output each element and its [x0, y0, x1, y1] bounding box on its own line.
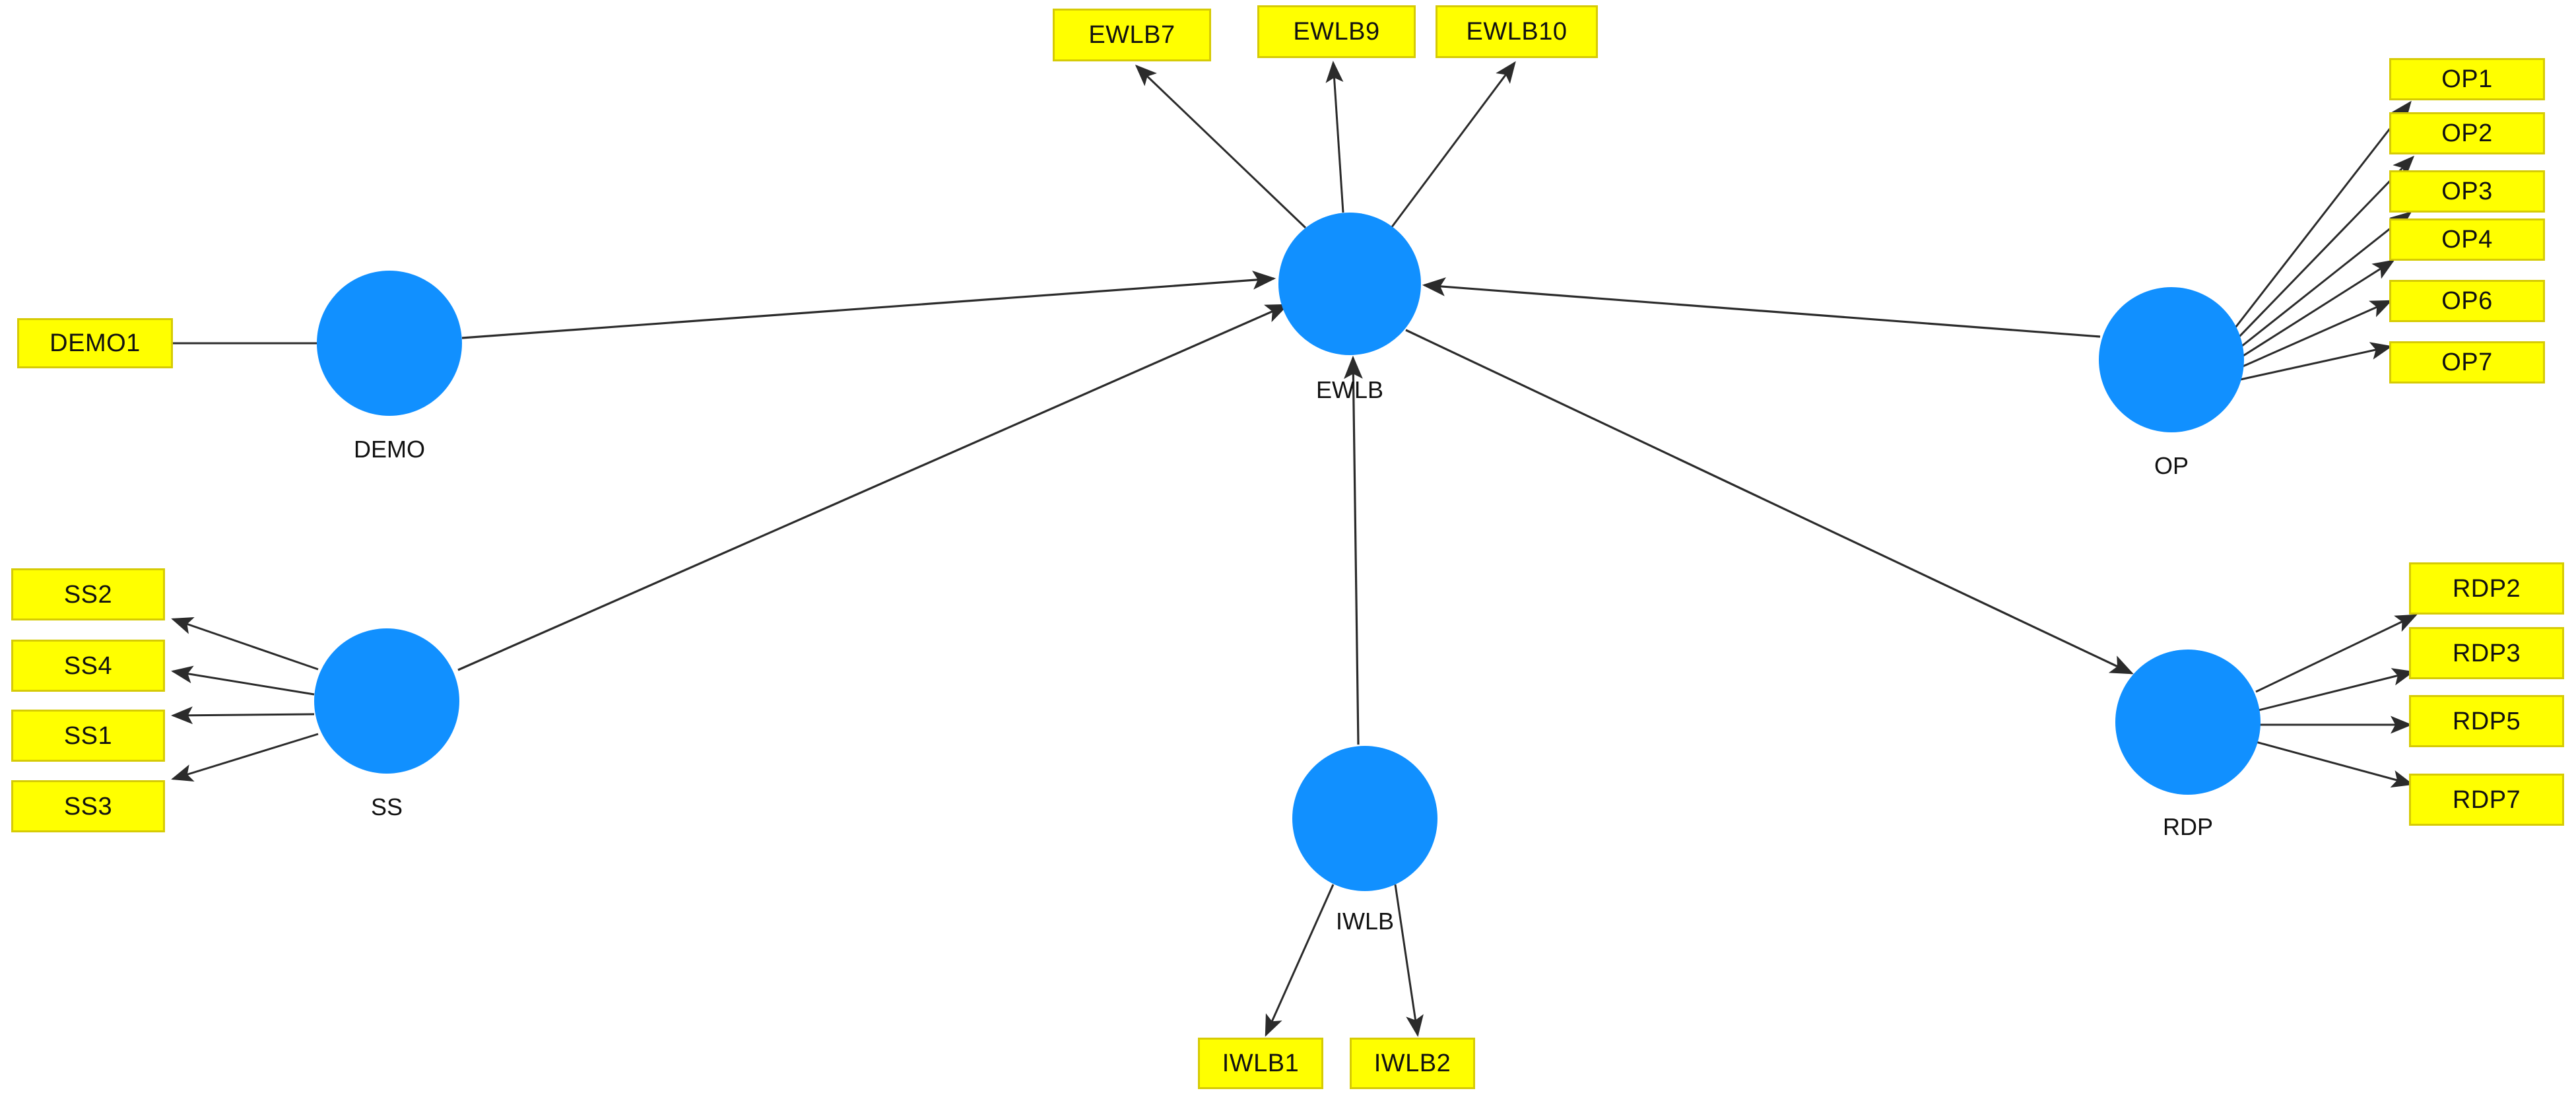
indicator-label: RDP3 — [2452, 639, 2521, 667]
indicator-box-iwlb1[interactable]: IWLB1 — [1198, 1038, 1323, 1089]
edge-ewlb-to-ewlb9 — [1325, 61, 1344, 213]
indicator-box-ewlb9[interactable]: EWLB9 — [1257, 5, 1416, 58]
construct-label-rdp: RDP — [2162, 813, 2213, 840]
indicator-label: SS3 — [63, 792, 113, 820]
edge-op-to-op1 — [2232, 100, 2412, 331]
construct-label-ss: SS — [370, 793, 403, 820]
edge-ewlb-to-ewlb7 — [1135, 64, 1307, 229]
indicator-box-rdp3[interactable]: RDP3 — [2409, 627, 2564, 679]
construct-label-iwlb: IWLB — [1335, 908, 1394, 935]
construct-label-demo: DEMO — [354, 436, 425, 463]
indicator-label: OP6 — [2441, 287, 2493, 315]
edge-ewlb-to-rdp — [1405, 329, 2134, 675]
indicator-box-ss2[interactable]: SS2 — [11, 568, 165, 620]
indicator-box-op4[interactable]: OP4 — [2389, 218, 2545, 261]
indicator-box-op1[interactable]: OP1 — [2389, 58, 2545, 100]
edge-iwlb-to-ewlb — [1344, 355, 1363, 745]
indicator-box-demo1[interactable]: DEMO1 — [17, 318, 173, 368]
indicator-box-ss3[interactable]: SS3 — [11, 780, 165, 832]
indicator-label: OP2 — [2441, 119, 2493, 147]
indicator-box-op7[interactable]: OP7 — [2389, 341, 2545, 384]
construct-node-ewlb[interactable] — [1278, 213, 1421, 355]
construct-node-demo[interactable] — [317, 271, 462, 416]
indicator-label: OP7 — [2441, 349, 2493, 376]
edge-op-to-op4 — [2239, 259, 2395, 359]
indicator-label: OP1 — [2441, 65, 2493, 93]
edge-ss-to-ss2 — [171, 617, 319, 671]
indicator-label: IWLB1 — [1222, 1050, 1300, 1077]
edge-op-to-op7 — [2237, 342, 2393, 382]
indicator-box-rdp5[interactable]: RDP5 — [2409, 695, 2564, 747]
edges — [171, 61, 2418, 1037]
indicator-label: IWLB2 — [1373, 1050, 1451, 1077]
indicator-label: EWLB9 — [1293, 18, 1380, 46]
construct-node-iwlb[interactable] — [1292, 746, 1437, 891]
indicator-box-ss1[interactable]: SS1 — [11, 710, 165, 762]
edge-ss-to-ewlb — [457, 304, 1289, 671]
indicator-label: OP4 — [2441, 226, 2493, 253]
indicator-label: DEMO1 — [50, 329, 141, 357]
indicator-label: SS4 — [63, 651, 113, 680]
construct-node-ss[interactable] — [314, 628, 459, 774]
indicator-box-iwlb2[interactable]: IWLB2 — [1350, 1038, 1475, 1089]
indicator-box-op3[interactable]: OP3 — [2389, 170, 2545, 213]
indicator-label: OP3 — [2441, 178, 2493, 205]
construct-node-op[interactable] — [2099, 287, 2244, 432]
edge-rdp-to-rdp2 — [2255, 614, 2418, 693]
edge-ewlb-to-ewlb10 — [1390, 61, 1516, 228]
indicator-label: RDP2 — [2452, 574, 2521, 603]
edge-demo-to-ewlb — [461, 270, 1276, 339]
indicator-label: SS1 — [63, 721, 113, 750]
indicator-label: EWLB10 — [1466, 18, 1568, 46]
indicator-box-op2[interactable]: OP2 — [2389, 112, 2545, 154]
indicator-box-op6[interactable]: OP6 — [2389, 280, 2545, 322]
construct-label-ewlb: EWLB — [1315, 376, 1384, 403]
construct-node-rdp[interactable] — [2115, 650, 2261, 795]
indicator-box-rdp7[interactable]: RDP7 — [2409, 774, 2564, 826]
edge-ss-to-ss1 — [171, 706, 315, 725]
indicator-label: SS2 — [63, 580, 113, 609]
edge-op-to-op3 — [2238, 211, 2412, 350]
indicator-box-ewlb7[interactable]: EWLB7 — [1053, 9, 1211, 61]
construct-label-op: OP — [2154, 452, 2189, 479]
edge-rdp-to-rdp3 — [2258, 668, 2414, 712]
edge-op-to-op6 — [2241, 300, 2393, 368]
indicator-label: RDP5 — [2452, 707, 2521, 735]
edge-rdp-to-rdp7 — [2255, 741, 2414, 788]
edge-op-to-op2 — [2235, 155, 2415, 341]
indicator-label: EWLB7 — [1088, 21, 1175, 49]
edge-ss-to-ss4 — [171, 665, 315, 696]
edge-ss-to-ss3 — [171, 733, 319, 782]
indicator-label: RDP7 — [2452, 785, 2521, 814]
indicator-box-rdp2[interactable]: RDP2 — [2409, 562, 2564, 615]
indicator-box-ewlb10[interactable]: EWLB10 — [1436, 5, 1598, 58]
edge-op-to-ewlb — [1422, 277, 2101, 338]
indicator-box-ss4[interactable]: SS4 — [11, 640, 165, 692]
